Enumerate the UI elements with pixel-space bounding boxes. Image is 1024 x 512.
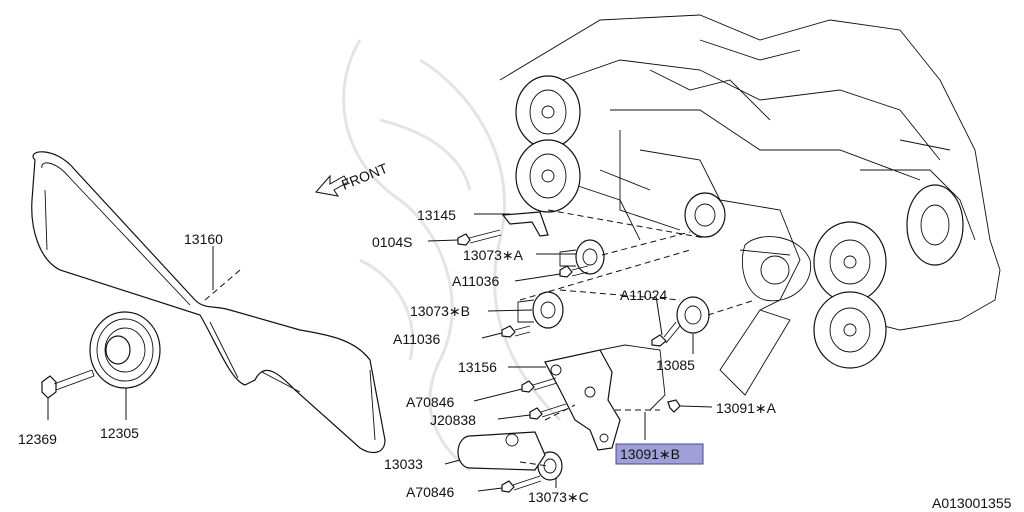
part-13073b-label[interactable]: 13073∗B	[410, 303, 470, 319]
part-13073c-label[interactable]: 13073∗C	[528, 489, 589, 505]
bolt-0104s	[457, 229, 502, 246]
part-13145-label[interactable]: 13145	[417, 207, 456, 223]
part-13091a-label[interactable]: 13091∗A	[716, 400, 777, 416]
tensioner-bracket	[544, 344, 666, 451]
part-12305-label[interactable]: 12305	[100, 425, 139, 441]
bolt-a70846-b	[501, 475, 542, 493]
part-13033-label[interactable]: 13033	[384, 456, 423, 472]
part-13091b-label[interactable]: 13091∗B	[620, 446, 680, 462]
bolt-a70846-a	[521, 377, 558, 393]
part-13156-label[interactable]: 13156	[458, 359, 497, 375]
part-a11024-label[interactable]: A11024	[620, 287, 667, 303]
part-12369-label[interactable]: 12369	[18, 431, 57, 447]
timing-belt	[31, 151, 386, 454]
bolt-j20838	[529, 403, 568, 420]
part-13085-label[interactable]: 13085	[656, 357, 695, 373]
part-13160-label[interactable]: 13160	[184, 231, 223, 247]
idler-pulley-13085	[676, 296, 710, 334]
cover-bracket	[501, 211, 549, 237]
part-a11036b-label[interactable]: A11036	[393, 331, 440, 347]
assembly-lines	[204, 209, 756, 467]
part-labels: 13145 0104S 13073∗A A11036 13073∗B A1103…	[18, 207, 1012, 511]
crank-pulley	[89, 311, 161, 389]
front-arrow: FRONT	[315, 160, 390, 197]
clip-13091a	[667, 399, 681, 413]
part-0104s-label[interactable]: 0104S	[372, 234, 412, 250]
part-a70846a-label[interactable]: A70846	[406, 394, 454, 410]
watermark-logo	[342, 39, 562, 472]
engine-block	[499, 14, 1001, 396]
bolt-a11024	[651, 321, 681, 347]
diagram-code: A013001355	[932, 495, 1012, 511]
tensioner	[457, 431, 546, 471]
part-a70846b-label[interactable]: A70846	[406, 484, 454, 500]
crank-bolt	[41, 369, 95, 399]
leader-lines	[47, 213, 713, 492]
part-a11036a-label[interactable]: A11036	[452, 273, 499, 289]
part-13073a-label[interactable]: 13073∗A	[463, 247, 524, 263]
idler-pulley-b	[517, 291, 564, 329]
part-j20838-label[interactable]: J20838	[430, 412, 476, 428]
bolt-a11036-b	[501, 325, 531, 338]
bolt-a11036-a	[559, 265, 589, 278]
idler-pulley-a	[559, 239, 605, 275]
highlight-box	[615, 443, 704, 465]
